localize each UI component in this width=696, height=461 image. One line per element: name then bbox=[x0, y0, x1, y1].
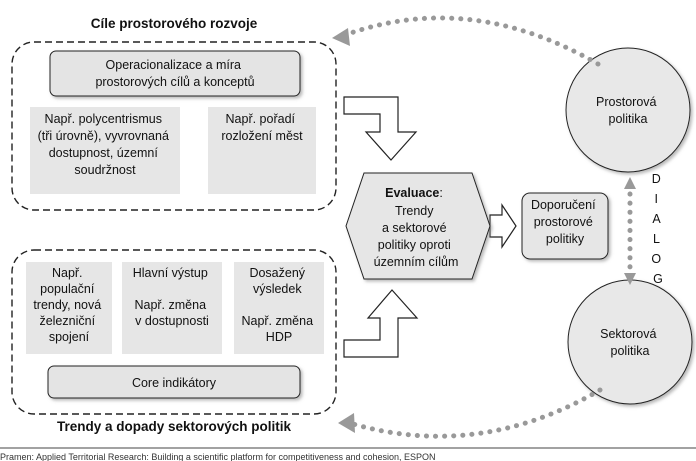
trends-box-population bbox=[26, 262, 112, 354]
trends-box-result-text: Dosažený výsledek Např. změna HDP bbox=[241, 266, 316, 344]
trends-box-main-output-text: Hlavní výstup Např. změna v dostupnosti bbox=[133, 266, 212, 328]
recommendation-box bbox=[521, 192, 609, 260]
spatial-policy-label: Prostorová politika bbox=[596, 95, 660, 126]
recommendation-text: Doporučení prostorové politiky bbox=[531, 198, 599, 246]
dialog-arrow-up-head bbox=[624, 177, 636, 189]
goals-section-title: Cíle prostorového rozvoje bbox=[91, 16, 258, 31]
sector-policy-circle bbox=[567, 279, 693, 405]
core-indicators-label: Core indikátory bbox=[132, 376, 217, 390]
arrow-goals-to-evaluation bbox=[343, 96, 418, 161]
arrow-trends-to-evaluation bbox=[343, 289, 419, 358]
dotted-arrow-to-goals-head bbox=[332, 28, 350, 46]
dotted-arrow-to-goals bbox=[342, 15, 601, 67]
arrow-evaluation-to-recommendation bbox=[489, 203, 517, 249]
dotted-arrow-to-trends-head bbox=[338, 413, 355, 433]
trends-box-result bbox=[234, 262, 324, 354]
source-footer: Pramen: Applied Territorial Research: Bu… bbox=[0, 452, 436, 461]
core-indicators-box bbox=[47, 365, 301, 399]
trends-box-population-text: Např. populační trendy, nová železniční … bbox=[33, 266, 104, 344]
trends-box-main-output bbox=[122, 262, 222, 354]
goals-dashed-frame bbox=[11, 41, 337, 211]
goals-example-right-box bbox=[208, 107, 316, 194]
sector-policy-label: Sektorová politika bbox=[600, 327, 660, 358]
evaluation-hexagon bbox=[345, 172, 491, 280]
operationalization-box bbox=[49, 50, 301, 97]
dotted-arrow-to-trends bbox=[350, 387, 603, 439]
trends-dashed-frame bbox=[11, 249, 337, 415]
dialog-letters: D I A L O G bbox=[651, 172, 664, 286]
spatial-policy-circle bbox=[565, 47, 691, 173]
trends-section-title: Trendy a dopady sektorových politik bbox=[57, 419, 292, 434]
goals-example-left-text: Např. polycentrismus (tři úrovně), vyvro… bbox=[38, 112, 173, 177]
goals-example-left-box bbox=[30, 107, 180, 194]
evaluation-heading: Evaluace: bbox=[385, 186, 443, 200]
goals-example-right-text: Např. pořadí rozložení měst bbox=[221, 112, 303, 143]
dialog-arrow-down-head bbox=[624, 273, 636, 285]
evaluation-text: Trendy a sektorové politiky oproti územn… bbox=[374, 204, 459, 269]
operationalization-text: Operacionalizace a míra prostorových cíl… bbox=[95, 58, 254, 89]
